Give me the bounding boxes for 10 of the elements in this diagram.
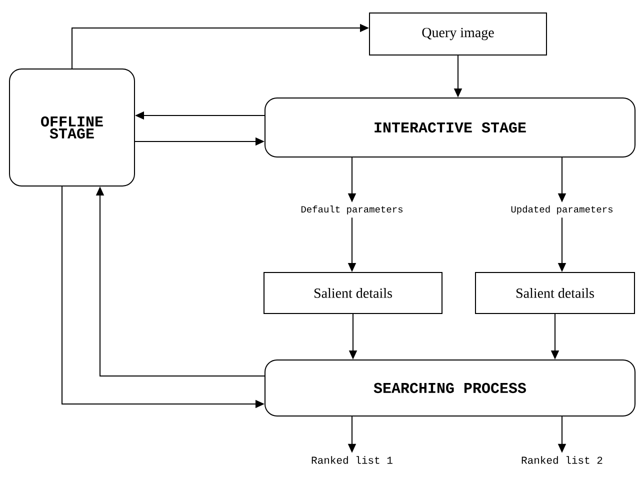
result-label: Ranked list 1 (312, 456, 392, 464)
process-box: Salient details (475, 272, 635, 314)
parameter-label: Updated parameters (511, 206, 612, 214)
process-box: SEARCHING PROCESS (264, 359, 636, 416)
stage-box: INTERACTIVE STAGE (264, 98, 636, 158)
stage-box: OFFLINE STAGE (9, 68, 135, 186)
process-box: Salient details (264, 272, 442, 314)
process-box: Query image (369, 12, 547, 56)
parameter-label: Default parameters (301, 206, 403, 214)
result-label: Ranked list 2 (522, 456, 602, 464)
